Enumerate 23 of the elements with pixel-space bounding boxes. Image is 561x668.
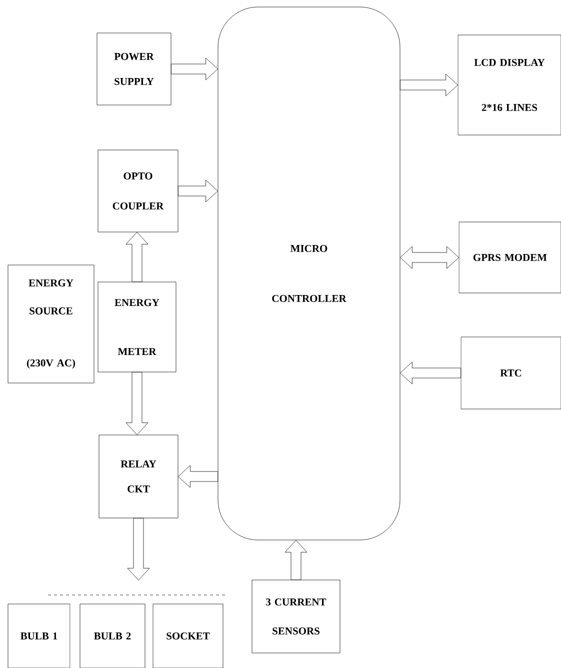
block-box: OPTO COUPLER [98,150,178,232]
block-arrow [171,58,218,80]
block-arrow [178,465,218,488]
block-arrow [126,232,148,282]
block-box: RELAY CKT [98,434,178,518]
block-box: RTC [460,336,561,410]
block-arrow [178,180,218,202]
block-box: ENERGY METER [98,282,176,372]
block-arrow [127,518,150,580]
block-box: BULB 1 [8,604,70,668]
block-arrow [284,540,308,580]
block-box: POWER SUPPLY [96,32,172,106]
controller-box: MICRO CONTROLLER [218,6,400,540]
block-box: 3 CURRENT SENSORS [252,580,340,654]
block-box: LCD DISPLAY 2*16 LINES [458,34,561,136]
block-arrow [126,372,148,435]
block-box: SOCKET [152,604,224,668]
block-arrow [400,74,458,96]
block-box: ENERGY SOURCE (230V AC) [8,264,94,384]
block-arrow [400,362,461,384]
block-box: GPRS MODEM [458,222,561,294]
block-arrow [400,246,459,269]
block-box: BULB 2 [80,604,146,668]
